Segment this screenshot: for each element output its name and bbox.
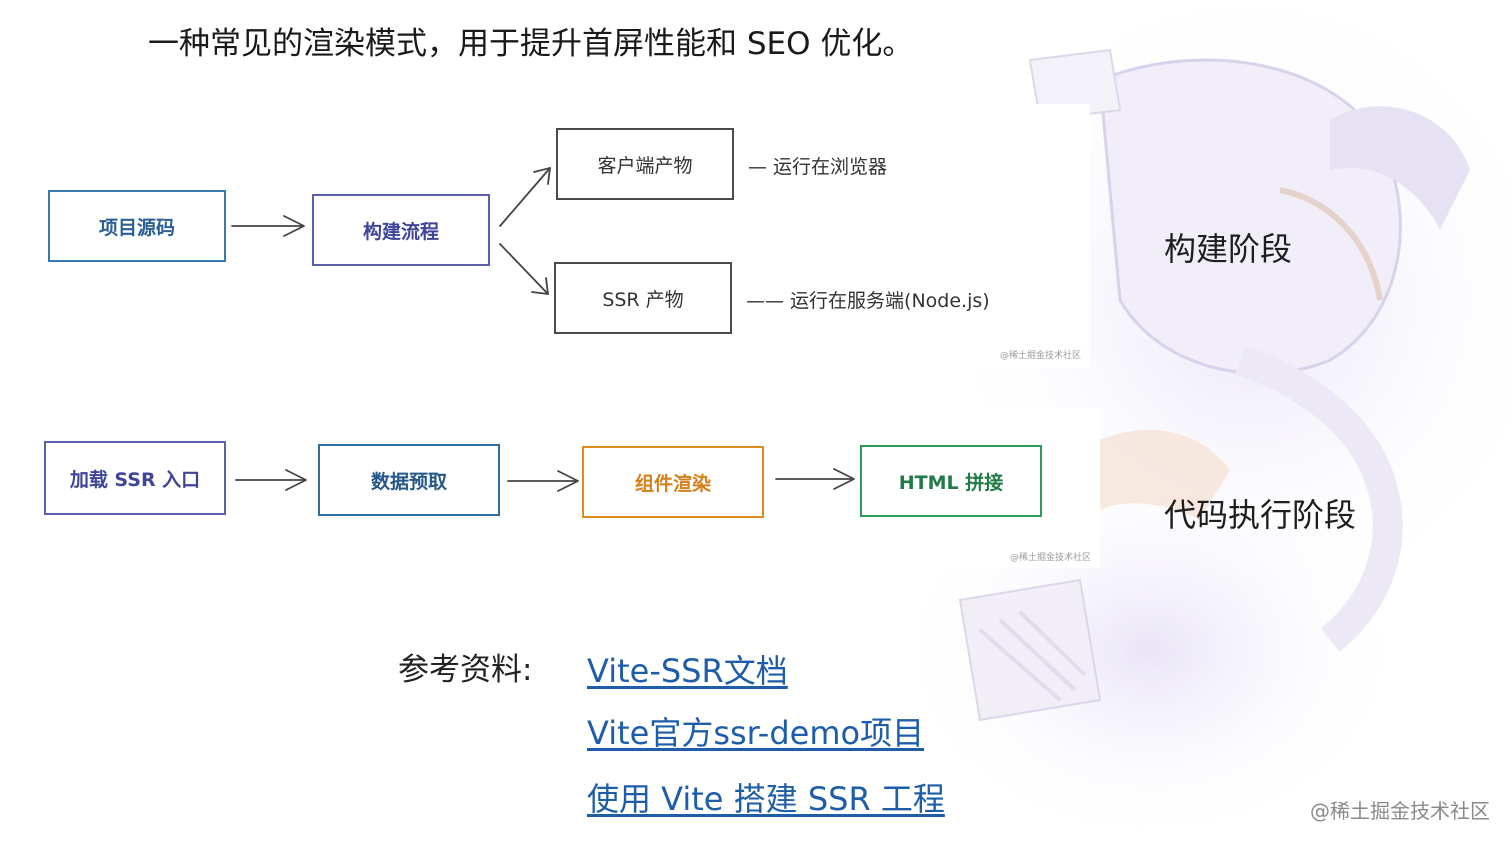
site-watermark: @稀土掘金技术社区 [1310,799,1490,823]
client-runtime-note: — 运行在浏览器 [748,156,888,178]
html-assemble-node: HTML 拼接 [860,445,1042,517]
data-prefetch-node: 数据预取 [318,444,500,516]
intro-text: 一种常见的渲染模式，用于提升首屏性能和 SEO 优化。 [148,26,914,62]
client-bundle-node: 客户端产物 [556,128,734,200]
ssr-bundle-node: SSR 产物 [554,262,732,334]
vite-ssr-tutorial-link[interactable]: 使用 Vite 搭建 SSR 工程 [587,780,945,818]
references-label: 参考资料: [398,652,533,688]
vite-ssr-docs-link[interactable]: Vite-SSR文档 [587,652,788,690]
diagram-watermark: @稀土掘金技术社区 [1010,553,1092,563]
ssr-runtime-note: —— 运行在服务端(Node.js) [746,290,990,312]
build-stage-diagram: 项目源码 构建流程 客户端产物 SSR 产物 — 运行在浏览器 —— 运行在服务… [20,104,1090,368]
source-code-node: 项目源码 [48,190,226,262]
build-process-node: 构建流程 [312,194,490,266]
execution-stage-diagram: 加载 SSR 入口 数据预取 组件渲染 HTML 拼接 @稀土掘金技术社区 [20,408,1100,568]
load-ssr-entry-node: 加载 SSR 入口 [44,441,226,515]
vite-ssr-demo-link[interactable]: Vite官方ssr-demo项目 [587,714,925,752]
diagram-watermark: @稀土掘金技术社区 [1000,351,1082,361]
component-render-node: 组件渲染 [582,446,764,518]
execution-stage-label: 代码执行阶段 [1164,496,1357,534]
build-stage-label: 构建阶段 [1164,230,1293,268]
